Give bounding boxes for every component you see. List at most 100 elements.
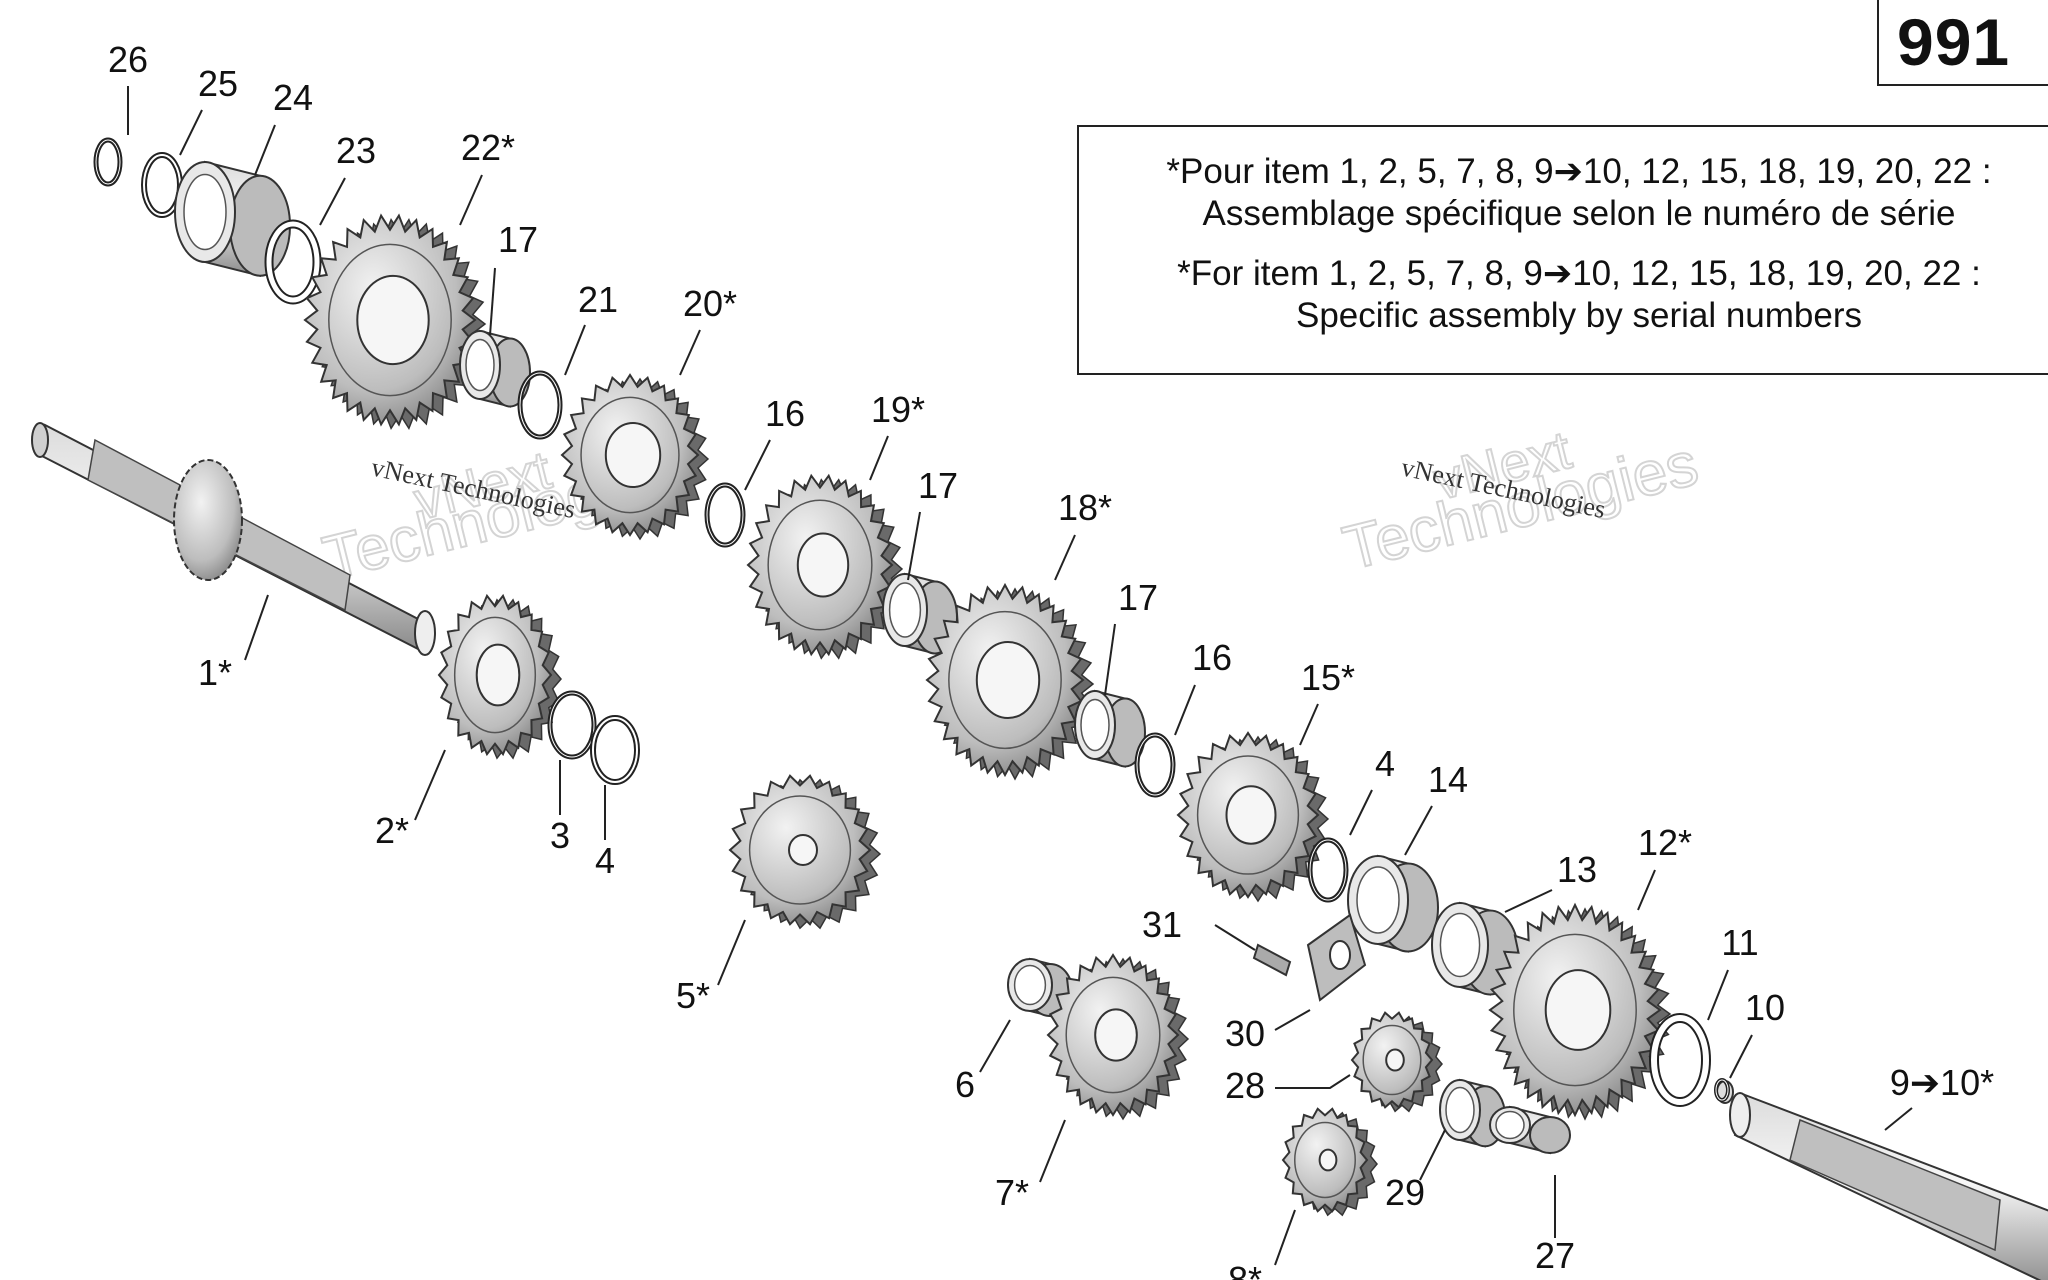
leader-line <box>1707 969 1729 1021</box>
gear-15 <box>1176 731 1330 903</box>
leader-line <box>1349 789 1373 836</box>
leader-line <box>1637 869 1656 911</box>
leader-line <box>1274 1009 1311 1031</box>
leader-line <box>459 174 483 226</box>
callout-19: 19* <box>871 389 925 430</box>
parts <box>93 137 1730 1217</box>
leader-line <box>1299 703 1319 746</box>
leader-line <box>1214 924 1256 951</box>
callout-31: 31 <box>1142 904 1182 945</box>
main-shaft <box>31 422 436 656</box>
bushing-6 <box>1007 957 1073 1018</box>
callout-2: 2* <box>375 810 409 851</box>
leader-line <box>1104 623 1116 696</box>
gear-28 <box>1350 1011 1443 1113</box>
leader-line <box>1504 889 1553 913</box>
leader-line <box>564 324 586 376</box>
callout-15: 15* <box>1301 657 1355 698</box>
notes-box: *Pour item 1, 2, 5, 7, 8, 9➔10, 12, 15, … <box>1077 125 2048 375</box>
sleeve-14 <box>1347 854 1439 953</box>
callout-17c: 17 <box>1118 577 1158 618</box>
leader-line <box>1054 534 1076 581</box>
gear-12 <box>1488 902 1672 1121</box>
circlip-4-b <box>590 715 640 785</box>
callout-9: 9➔10* <box>1890 1062 1994 1103</box>
callout-12: 12* <box>1638 822 1692 863</box>
leader-line <box>1729 1034 1753 1079</box>
callout-29: 29 <box>1385 1172 1425 1213</box>
leader-line <box>907 511 921 581</box>
callout-10: 10 <box>1745 987 1785 1028</box>
circlip-16-a <box>704 482 746 548</box>
callout-11: 11 <box>1721 922 1758 963</box>
callout-17a: 17 <box>498 219 538 260</box>
bushing-17-c <box>1074 689 1146 768</box>
gear-18 <box>925 582 1095 781</box>
callout-28: 28 <box>1225 1065 1265 1106</box>
leader-line <box>1419 1129 1446 1181</box>
callout-21: 21 <box>578 279 618 320</box>
callout-4a: 4 <box>1375 743 1395 784</box>
washer-3 <box>547 690 597 760</box>
note-french-line-2: Assemblage spécifique selon le numéro de… <box>1202 194 1956 233</box>
leader-line <box>1039 1119 1066 1183</box>
leader-line <box>1274 1209 1296 1266</box>
circlip-26 <box>93 137 123 187</box>
callout-25: 25 <box>198 63 238 104</box>
page-number: 991 <box>1897 5 2011 79</box>
callout-16b: 16 <box>1192 637 1232 678</box>
bushing-17-b <box>882 572 958 655</box>
leader-line <box>679 329 701 376</box>
callout-20: 20* <box>683 283 737 324</box>
callout-17b: 17 <box>918 465 958 506</box>
ring-10 <box>1714 1078 1730 1102</box>
note-french-line-1: *Pour item 1, 2, 5, 7, 8, 9➔10, 12, 15, … <box>1166 152 1992 191</box>
callout-3: 3 <box>550 815 570 856</box>
bolt-31 <box>1252 943 1292 977</box>
callout-13: 13 <box>1557 849 1597 890</box>
leader-line <box>414 749 446 821</box>
shaft-27 <box>1489 1105 1571 1155</box>
leader-line <box>979 1019 1011 1073</box>
leader-line <box>179 109 203 156</box>
gear-20 <box>560 373 710 541</box>
leader-line <box>1404 805 1433 856</box>
gear-7 <box>1046 953 1190 1121</box>
gear-22 <box>303 213 487 431</box>
gear-19 <box>746 473 904 660</box>
circlip-21 <box>517 370 563 440</box>
leader-line <box>244 594 269 661</box>
gear-8 <box>1281 1107 1378 1217</box>
callout-30: 30 <box>1225 1013 1265 1054</box>
callout-27: 27 <box>1535 1235 1575 1276</box>
shim-23 <box>264 219 322 305</box>
callout-16a: 16 <box>765 393 805 434</box>
leader-line <box>254 124 276 176</box>
callout-5: 5* <box>676 975 710 1016</box>
callout-6: 6 <box>955 1064 975 1105</box>
note-english-line-1: *For item 1, 2, 5, 7, 8, 9➔10, 12, 15, 1… <box>1177 254 1981 293</box>
callout-26: 26 <box>108 39 148 80</box>
callout-24: 24 <box>273 77 313 118</box>
leader-lines <box>127 86 1913 1266</box>
leader-line <box>869 435 889 481</box>
callout-4b: 4 <box>595 840 615 881</box>
callout-18: 18* <box>1058 487 1112 528</box>
leader-line <box>1884 1107 1913 1131</box>
gear-5 <box>728 774 882 930</box>
circlip-16-b <box>1134 732 1176 798</box>
callout-14: 14 <box>1428 759 1468 800</box>
leader-line <box>1174 684 1196 736</box>
leader-line <box>489 267 496 336</box>
page-number-box: 991 <box>1877 0 2048 86</box>
output-shaft <box>1716 1080 2048 1280</box>
callout-8: 8* <box>1228 1259 1262 1280</box>
leader-line <box>319 177 346 226</box>
gear-2 <box>437 593 562 760</box>
washer-11 <box>1649 1013 1711 1107</box>
note-english-line-2: Specific assembly by serial numbers <box>1295 296 1863 335</box>
leader-line <box>744 439 771 491</box>
callout-23: 23 <box>336 130 376 171</box>
